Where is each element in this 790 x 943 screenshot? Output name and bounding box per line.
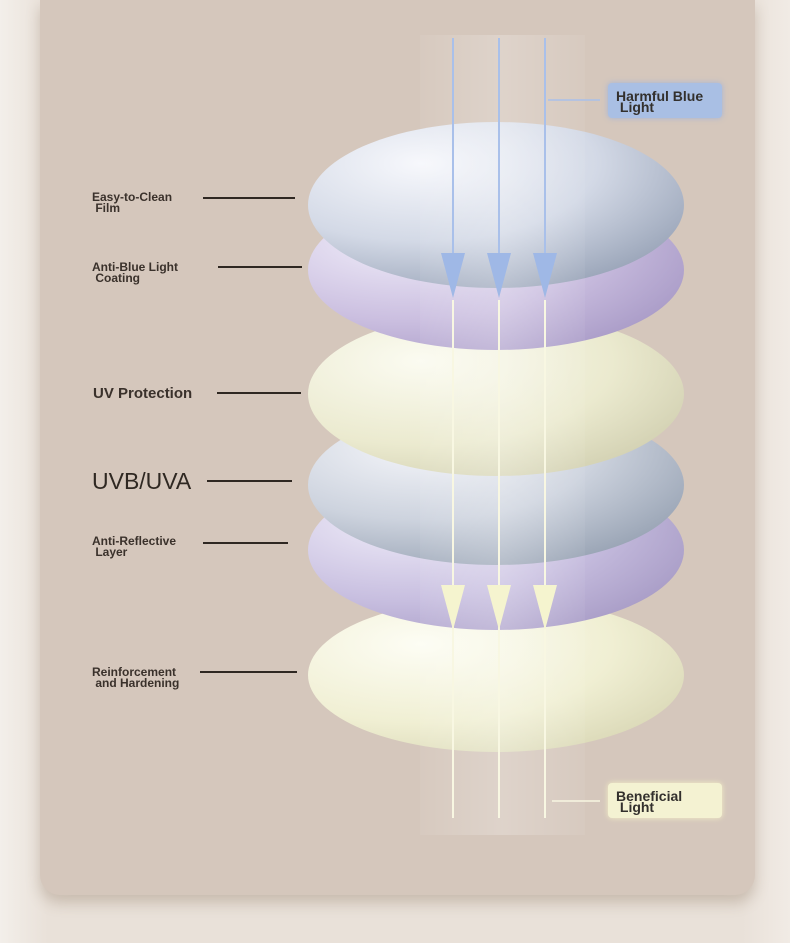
label-anti-reflective-layer: Anti-Reflective Layer: [92, 534, 177, 559]
label-uvb-uva: UVB/UVA: [92, 468, 192, 494]
light-beam: [420, 35, 585, 835]
beneficial-arrowhead-1-icon: [441, 585, 465, 630]
beneficial-arrowhead-2-icon: [487, 585, 511, 630]
leader-uv-protection: [217, 392, 301, 394]
harmful-arrowhead-2-icon: [487, 253, 511, 298]
leader-easy-to-clean: [203, 197, 295, 199]
harmful-arrowhead-1-icon: [441, 253, 465, 298]
beneficial-arrowhead-3-icon: [533, 585, 557, 630]
label-anti-blue-light-coating: Anti-Blue Light Coating: [92, 260, 178, 285]
leader-reinforcement: [200, 671, 297, 673]
beneficial-light-tag: Beneficial Light: [608, 783, 722, 818]
label-uv-protection: UV Protection: [93, 385, 193, 402]
harmful-blue-light-tag: Harmful Blue Light: [608, 83, 722, 118]
label-reinforcement-hardening: Reinforcement and Hardening: [92, 665, 180, 690]
label-easy-to-clean-film: Easy-to-Clean Film: [92, 190, 173, 215]
leader-anti-reflective: [203, 542, 288, 544]
harmful-arrowhead-3-icon: [533, 253, 557, 298]
leader-anti-blue: [218, 266, 302, 268]
leader-uvb-uva: [207, 480, 292, 482]
